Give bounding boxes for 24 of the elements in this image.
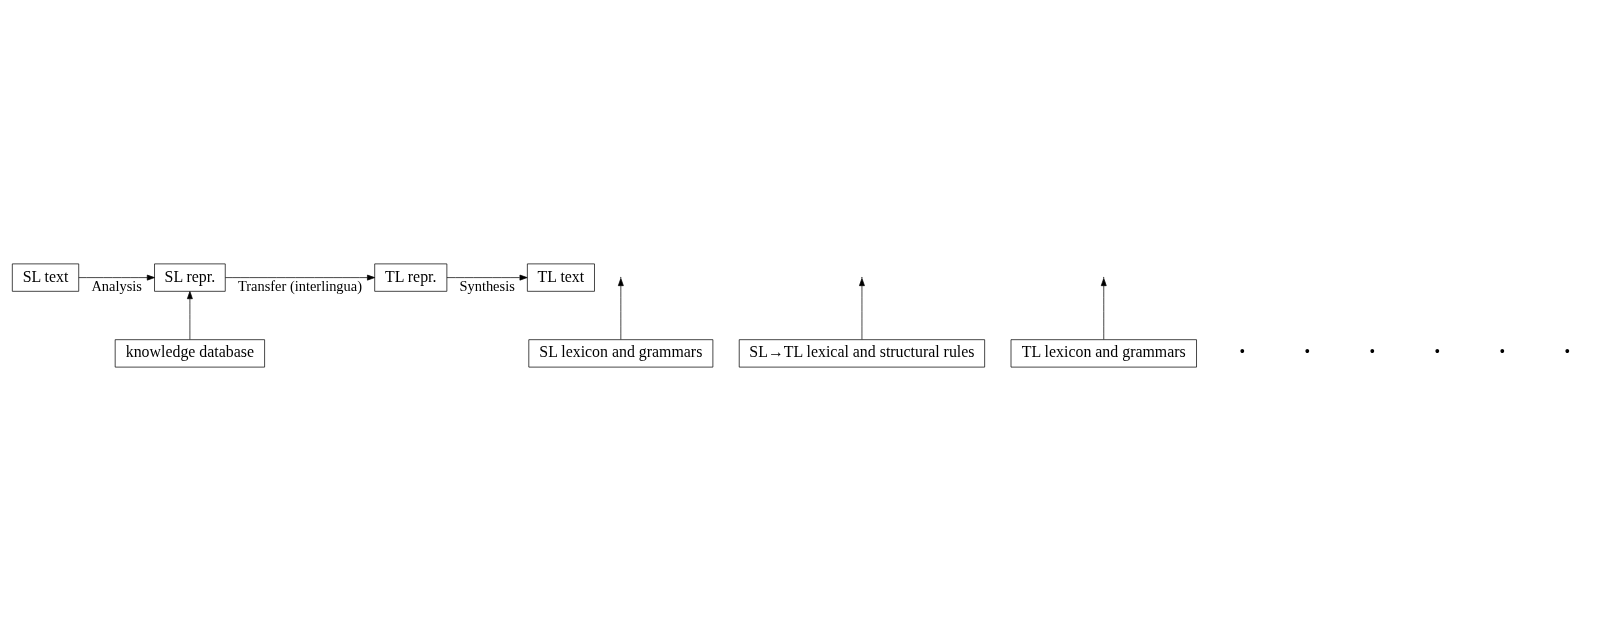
node-box: SL lexicon and grammars bbox=[528, 338, 714, 367]
node-box: SL text bbox=[11, 263, 80, 292]
node-box: knowledge database bbox=[114, 338, 265, 367]
node-box: SL repr. bbox=[154, 263, 226, 292]
node-box: TL repr. bbox=[374, 263, 448, 292]
arrow bbox=[187, 290, 193, 340]
node-box: SL→TL lexical and structural rules bbox=[738, 338, 985, 367]
arrow bbox=[446, 274, 528, 280]
label: • bbox=[1564, 342, 1570, 360]
label: • bbox=[1304, 342, 1311, 360]
arrow bbox=[859, 277, 865, 340]
edge-label: Synthesis bbox=[459, 277, 515, 294]
label: • bbox=[1369, 342, 1376, 360]
edge-label: Transfer (interlingua) bbox=[237, 277, 362, 294]
arrow bbox=[617, 277, 624, 340]
label: • bbox=[1434, 342, 1441, 360]
arrow bbox=[1100, 277, 1107, 340]
node-box: TL lexicon and grammars bbox=[1010, 338, 1197, 367]
arrow bbox=[78, 274, 155, 280]
label: • bbox=[1239, 342, 1246, 360]
label: • bbox=[1499, 342, 1506, 360]
arrow bbox=[225, 274, 375, 280]
edge-label: Analysis bbox=[91, 277, 142, 294]
node-box: TL text bbox=[527, 263, 595, 292]
